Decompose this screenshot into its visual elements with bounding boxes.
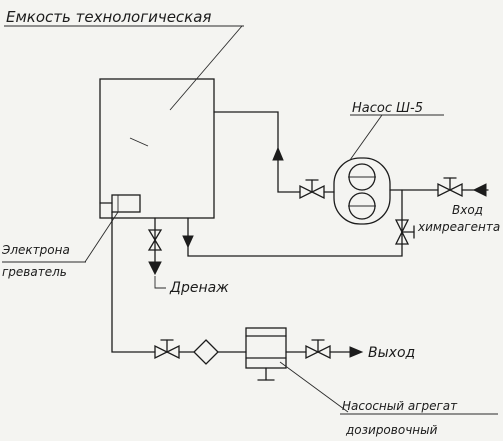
outlet-label: Выход bbox=[368, 345, 415, 361]
heater-label-line1: Электрона bbox=[1, 243, 70, 257]
tank-mark bbox=[129, 137, 149, 147]
outlet-line bbox=[111, 211, 156, 353]
return-arrow-down bbox=[182, 235, 194, 249]
inlet-arrow bbox=[472, 183, 487, 197]
inlet-label-line1: Вход bbox=[452, 203, 483, 217]
tank-leader-line bbox=[169, 25, 243, 111]
recirculation-valve bbox=[394, 219, 415, 245]
heater-element bbox=[111, 194, 141, 213]
inlet-label-line2: химреагента bbox=[417, 220, 500, 234]
pump-leader-line bbox=[349, 114, 383, 161]
drain-valve bbox=[147, 229, 163, 251]
heater-label-line2: греватель bbox=[2, 265, 67, 279]
outlet-valve-2 bbox=[305, 339, 331, 360]
outlet-valve-1 bbox=[154, 339, 180, 360]
pump-label: Насос Ш-5 bbox=[352, 101, 423, 116]
drain-label-bracket bbox=[154, 276, 166, 289]
screw-pump bbox=[333, 157, 391, 225]
outlet-arrow bbox=[349, 346, 364, 358]
dosing-label-line1: Насосный агрегат bbox=[342, 399, 458, 413]
filter bbox=[193, 339, 219, 365]
suction-line bbox=[213, 111, 301, 193]
dosing-pump-unit bbox=[245, 327, 287, 381]
heater-leader-line bbox=[84, 211, 119, 263]
flow-arrow-up bbox=[272, 146, 284, 161]
drain-label: Дренаж bbox=[169, 280, 229, 296]
tank-label: Емкость технологическая bbox=[6, 8, 211, 26]
dosing-leader-line bbox=[279, 361, 349, 413]
drain-arrow-down bbox=[148, 261, 162, 276]
process-tank bbox=[99, 78, 215, 219]
dosing-label-line2: дозировочный bbox=[345, 423, 438, 437]
suction-valve bbox=[299, 179, 325, 200]
inlet-valve bbox=[437, 177, 463, 198]
